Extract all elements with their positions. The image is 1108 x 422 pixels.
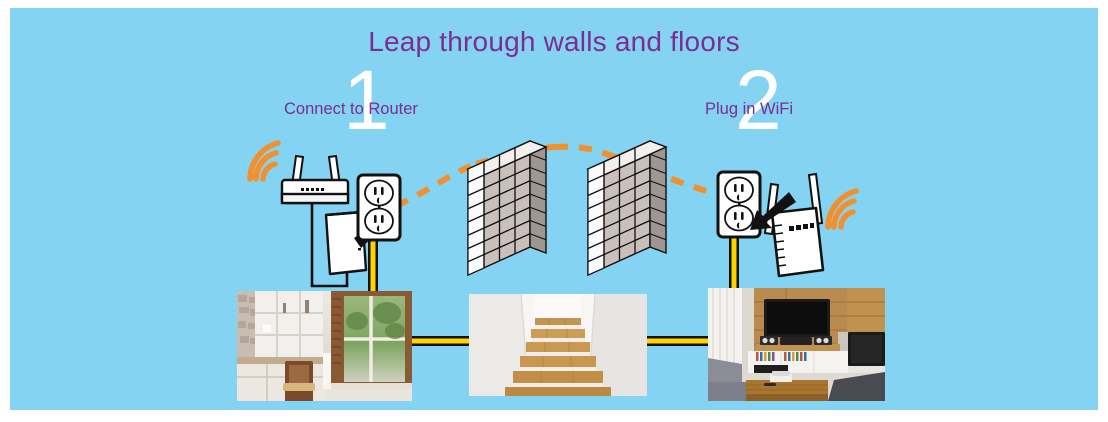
- brick-wall-1: [466, 139, 548, 277]
- brick-wall-2: [586, 139, 668, 277]
- step-number-2: 2: [735, 53, 782, 147]
- photo-living-room: [708, 288, 885, 401]
- plug-in-arrow-right: [750, 192, 796, 230]
- step-label-plug-in-wifi: Plug in WiFi: [705, 100, 794, 118]
- infographic-panel: Leap through walls and floors 1 2 Connec…: [10, 8, 1098, 410]
- page-title: Leap through walls and floors: [368, 26, 740, 57]
- wifi-range-extender: [763, 172, 825, 278]
- photo-staircase: [469, 294, 647, 396]
- wifi-signal-icon-right: [825, 188, 859, 230]
- wall-outlet-right[interactable]: [716, 170, 762, 239]
- photo-home-office: [237, 291, 412, 401]
- wifi-signal-icon-left: [247, 140, 281, 182]
- step-number-1: 1: [343, 53, 390, 147]
- wall-outlet-left[interactable]: [356, 173, 402, 242]
- wireless-router: [280, 154, 350, 205]
- step-label-connect-to-router: Connect to Router: [284, 100, 418, 118]
